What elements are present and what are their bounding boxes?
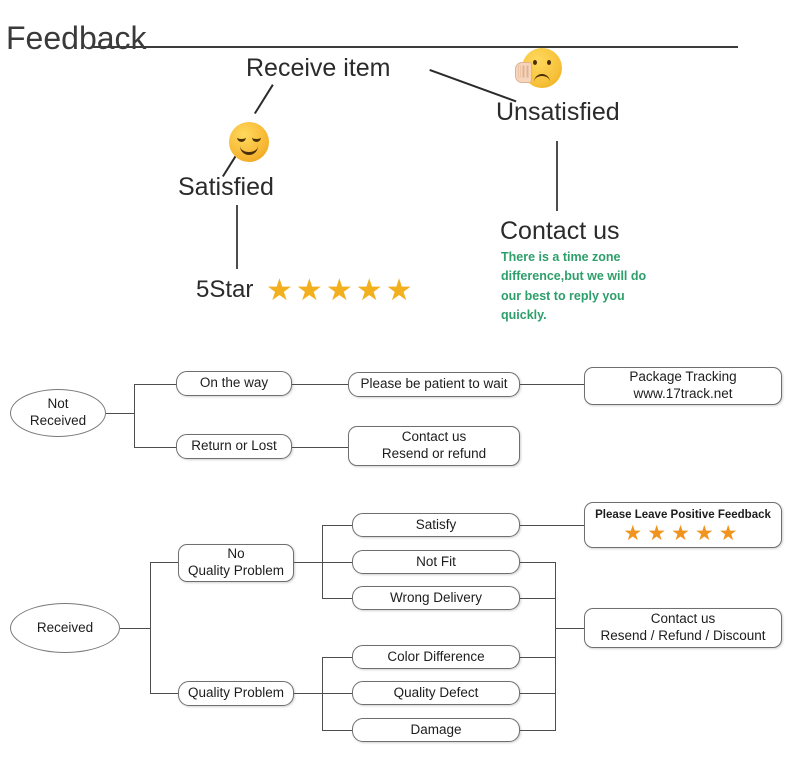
connector-merge-to-contact: [555, 628, 584, 629]
node-contact-discount-line1: Contact us: [650, 611, 716, 627]
positive-feedback-text: Please Leave Positive Feedback: [595, 508, 771, 521]
node-contact-discount-line2: Resend / Refund / Discount: [600, 628, 766, 643]
connector-merge-vertical: [555, 562, 556, 731]
node-not-fit: Not Fit: [352, 550, 520, 574]
connector-not-fit-right: [520, 562, 555, 563]
node-contact-resend-refund-discount: Contact us Resend / Refund / Discount: [584, 608, 782, 648]
node-not-fit-label: Not Fit: [416, 553, 456, 569]
connector-qp-out: [294, 693, 322, 694]
node-received-label: Received: [36, 619, 94, 635]
cut-off-header-text: [18, 0, 498, 8]
connector-on-the-way-to-wait: [292, 384, 348, 385]
label-5star: 5Star: [196, 276, 254, 303]
node-damage: Damage: [352, 718, 520, 742]
node-please-be-patient: Please be patient to wait: [348, 372, 520, 397]
connector-received-trunk: [120, 628, 150, 629]
node-wrong-delivery: Wrong Delivery: [352, 586, 520, 610]
node-no-quality-problem-line1: No: [227, 546, 245, 562]
node-return-or-lost-label: Return or Lost: [191, 438, 277, 454]
node-quality-problem: Quality Problem: [178, 681, 294, 706]
node-positive-feedback: Please Leave Positive Feedback ★★★★★: [584, 502, 782, 548]
node-on-the-way-label: On the way: [199, 375, 269, 391]
node-contact-resend-line1: Contact us: [401, 429, 467, 445]
label-satisfied: Satisfied: [178, 173, 274, 201]
connector-not-received-branch-2: [134, 447, 176, 448]
connector-received-branch-top: [150, 562, 178, 563]
page-title: Feedback: [6, 20, 147, 56]
connector-qp-to-quality-defect: [322, 693, 352, 694]
star-icon: ★: [325, 274, 353, 307]
connector-receive-to-unsatisfied: [429, 69, 517, 103]
connector-wrong-delivery-right: [520, 598, 555, 599]
node-quality-problem-label: Quality Problem: [187, 685, 285, 701]
node-no-quality-problem-line2: Quality Problem: [187, 563, 285, 578]
connector-not-received-trunk: [106, 413, 134, 414]
connector-nqp-to-satisfy: [322, 525, 352, 526]
node-damage-label: Damage: [410, 721, 462, 737]
star-icon: ★: [623, 522, 643, 546]
node-contact-resend-line2: Resend or refund: [381, 446, 487, 461]
node-return-or-lost: Return or Lost: [176, 434, 292, 459]
connector-nqp-out: [294, 562, 322, 563]
node-on-the-way: On the way: [176, 371, 292, 396]
star-icon: ★: [694, 522, 714, 546]
node-package-tracking: Package Tracking www.17track.net: [584, 367, 782, 405]
star-icon: ★: [385, 274, 413, 307]
node-contact-resend-refund: Contact us Resend or refund: [348, 426, 520, 466]
frowning-face-with-hand-icon: [515, 48, 562, 88]
node-quality-defect-label: Quality Defect: [393, 684, 479, 700]
node-please-be-patient-label: Please be patient to wait: [360, 376, 508, 392]
connector-received-vertical: [150, 562, 151, 694]
connector-satisfied-to-5star: [236, 205, 238, 269]
node-color-difference-label: Color Difference: [387, 648, 485, 664]
star-icon: ★: [266, 274, 293, 307]
connector-wait-to-tracking: [520, 384, 584, 385]
contact-us-note: There is a time zone difference,but we w…: [501, 250, 647, 323]
node-not-received: Not Received: [10, 389, 106, 437]
connector-qp-to-color-difference: [322, 657, 352, 658]
node-no-quality-problem: No Quality Problem: [178, 544, 294, 582]
star-rating-top: ★★★★★: [266, 276, 416, 306]
node-not-received-line1: Not: [47, 396, 69, 412]
node-received: Received: [10, 603, 120, 653]
connector-quality-defect-right: [520, 693, 555, 694]
connector-not-received-vertical: [134, 384, 135, 448]
star-icon: ★: [718, 522, 738, 546]
node-satisfy-label: Satisfy: [415, 516, 457, 532]
title-divider: [92, 46, 738, 48]
node-color-difference: Color Difference: [352, 645, 520, 669]
star-rating-feedback: ★★★★★: [623, 523, 742, 544]
node-package-tracking-line2: www.17track.net: [633, 386, 733, 401]
connector-receive-to-satisfied: [254, 84, 274, 115]
label-receive-item: Receive item: [246, 54, 391, 82]
connector-not-received-branch-1: [134, 384, 176, 385]
star-icon: ★: [647, 522, 667, 546]
connector-color-difference-right: [520, 657, 555, 658]
label-unsatisfied: Unsatisfied: [496, 98, 620, 126]
connector-nqp-to-not-fit: [322, 562, 352, 563]
connector-return-lost-to-contact: [292, 447, 348, 448]
node-wrong-delivery-label: Wrong Delivery: [389, 589, 483, 605]
node-satisfy: Satisfy: [352, 513, 520, 537]
node-package-tracking-line1: Package Tracking: [629, 369, 737, 385]
star-icon: ★: [295, 274, 323, 307]
connector-satisfy-to-feedback: [520, 525, 584, 526]
star-icon: ★: [355, 274, 383, 307]
connector-unsatisfied-to-contact: [556, 141, 558, 211]
label-contact-us: Contact us: [500, 217, 620, 245]
star-icon: ★: [671, 522, 690, 546]
connector-received-branch-bottom: [150, 693, 178, 694]
connector-qp-to-damage: [322, 730, 352, 731]
node-quality-defect: Quality Defect: [352, 681, 520, 705]
smiling-face-icon: [229, 122, 269, 162]
connector-nqp-to-wrong-delivery: [322, 598, 352, 599]
connector-damage-right: [520, 730, 555, 731]
node-not-received-line2: Received: [29, 413, 87, 428]
